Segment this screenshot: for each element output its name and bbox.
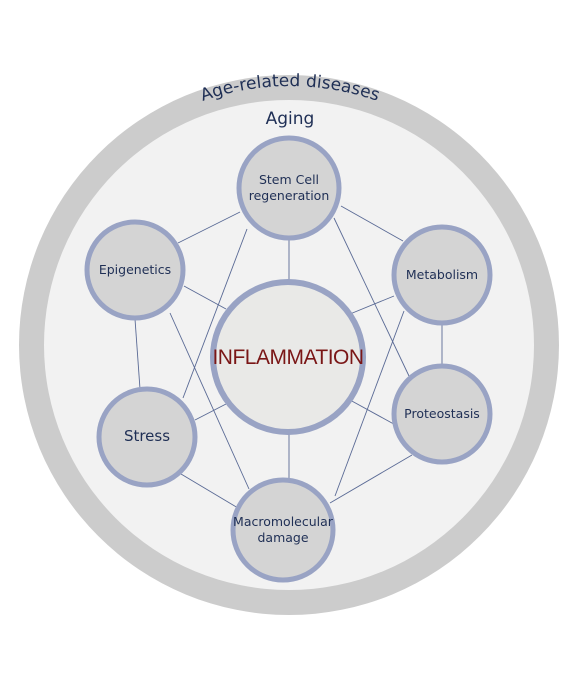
- node-prot: Proteostasis: [391, 363, 493, 465]
- node-epi-circle: [84, 219, 186, 321]
- inner-ring-label: Aging: [266, 109, 315, 129]
- node-stress-label-line: Stress: [124, 427, 170, 445]
- center-node: INFLAMMATION: [210, 279, 366, 435]
- node-stress: Stress: [96, 386, 198, 488]
- edge-7: [183, 285, 227, 310]
- node-prot-label: Proteostasis: [404, 406, 480, 421]
- edge-14: [169, 312, 250, 490]
- node-stem-label-line: regeneration: [249, 188, 330, 203]
- node-macro-label-line: Macromolecular: [233, 514, 334, 529]
- node-epi-label: Epigenetics: [99, 262, 171, 277]
- edge-8: [349, 295, 395, 315]
- node-prot-circle: [391, 363, 493, 465]
- edge-2: [134, 318, 141, 390]
- node-stem-circle: [236, 135, 342, 241]
- edge-9: [194, 403, 227, 421]
- node-stem-label-line: Stem Cell: [259, 172, 319, 187]
- edge-5: [329, 454, 413, 504]
- node-meta-label-line: Metabolism: [406, 267, 478, 282]
- node-prot-label-line: Proteostasis: [404, 406, 480, 421]
- node-stress-label: Stress: [124, 427, 170, 445]
- node-meta-circle: [391, 224, 493, 326]
- node-macro-circle: [230, 477, 336, 583]
- node-meta-label: Metabolism: [406, 267, 478, 282]
- edge-15: [334, 310, 405, 497]
- edges: [134, 205, 443, 509]
- edge-12: [182, 228, 248, 399]
- center-node-circle: [210, 279, 366, 435]
- node-stress-circle: [96, 386, 198, 488]
- node-epi-label-line: Epigenetics: [99, 262, 171, 277]
- edge-13: [333, 217, 410, 377]
- edge-0: [177, 211, 241, 244]
- node-meta: Metabolism: [391, 224, 493, 326]
- center-node-label: INFLAMMATION: [212, 346, 363, 369]
- node-macro-label-line: damage: [257, 530, 308, 545]
- edge-1: [340, 205, 404, 242]
- node-epi: Epigenetics: [84, 219, 186, 321]
- edge-4: [180, 473, 239, 509]
